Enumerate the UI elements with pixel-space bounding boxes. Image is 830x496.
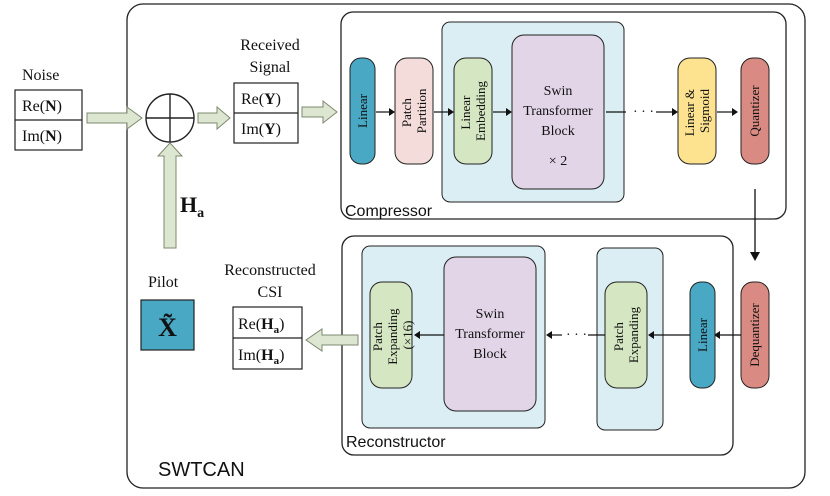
linear-sigmoid-label-2: Sigmoid [697, 88, 712, 133]
reconstructor-linear-label: Linear [695, 317, 710, 352]
linear-embedding-label-2: Embedding [473, 81, 488, 141]
linear-sigmoid-block [677, 57, 717, 165]
patch-expanding-label-2: Expanding [626, 306, 641, 363]
pilot-title: Pilot [148, 274, 179, 291]
pilot-box [140, 299, 195, 351]
patch-expanding-x16-label-2: Expanding [385, 308, 400, 365]
noise-im: Im(N) [22, 128, 62, 145]
adder-icon [145, 93, 195, 143]
compressor-linear-label: Linear [355, 93, 370, 128]
reconstructed-title-1: Reconstructed [224, 262, 316, 279]
svg-text:Patch Partition: Patch Partition [399, 88, 429, 133]
linear-sigmoid-label-1: Linear & [682, 89, 697, 136]
noise-title: Noise [22, 67, 59, 84]
compressor-swin-label-1: Swin [544, 84, 573, 99]
compressor-swin-label-2: Transformer [523, 104, 593, 119]
quantizer-block [740, 57, 770, 165]
svg-text:Linear & Sigmoid: Linear & Sigmoid [682, 86, 712, 137]
reconstructor-swin-label-3: Block [473, 347, 506, 362]
reconstructed-title-2: CSI [258, 284, 283, 301]
reconstructor-ellipsis: · · · [566, 328, 587, 343]
linear-embedding-block [453, 57, 493, 165]
reconstructor-swin-block [443, 256, 537, 412]
linear-embedding-label-1: Linear [458, 95, 473, 130]
compressor-swin-label-3: Block [541, 124, 574, 139]
compressor-title: Compressor [345, 203, 433, 220]
compressor-swin-block [511, 34, 605, 190]
reconstructed-im: Im(Ha) [238, 347, 284, 367]
compressor-ellipsis: · · · [633, 105, 654, 120]
quantizer-label: Quantizer [747, 85, 762, 137]
reconstructor-swin-label-2: Transformer [455, 327, 525, 342]
reconstructor-title: Reconstructor [346, 434, 446, 451]
patch-expanding-x16-label-1: Patch [370, 322, 385, 351]
swtcan-label: SWTCAN [158, 459, 245, 481]
patch-expanding-x16-block [369, 281, 413, 389]
reconstructor-to-output-arrow [305, 328, 359, 352]
received-im: Im(Y) [241, 121, 281, 138]
svg-text:Patch Expanding (×16): Patch Expanding (×16) [370, 305, 415, 365]
svg-text:Linear Embedding: Linear Embedding [458, 81, 488, 141]
reconstructor-swin-label-1: Swin [476, 307, 505, 322]
svg-text:Patch Expanding: Patch Expanding [611, 306, 641, 363]
patch-partition-label-1: Patch [399, 98, 414, 127]
reconstructed-re: Re(Ha) [238, 316, 284, 336]
patch-expanding-label-1: Patch [611, 322, 626, 351]
patch-partition-block [394, 57, 434, 165]
compressor-linear-block [349, 57, 376, 165]
pilot-to-adder-arrow [156, 142, 184, 249]
noise-re: Re(N) [22, 98, 62, 115]
pilot-symbol: X̃ [158, 313, 177, 342]
received-title-1: Received [240, 37, 300, 54]
adder-to-received-arrow [197, 105, 231, 131]
patch-expanding-x16-label-3: (×16) [400, 321, 415, 350]
received-to-compressor-arrow [301, 99, 338, 125]
noise-to-adder-arrow [86, 106, 143, 130]
compressor-swin-repeat: × 2 [549, 154, 567, 169]
received-re: Re(Y) [241, 91, 281, 108]
dequantizer-label: Dequantizer [747, 303, 762, 367]
received-title-2: Signal [250, 59, 291, 76]
patch-partition-label-2: Partition [414, 88, 429, 133]
